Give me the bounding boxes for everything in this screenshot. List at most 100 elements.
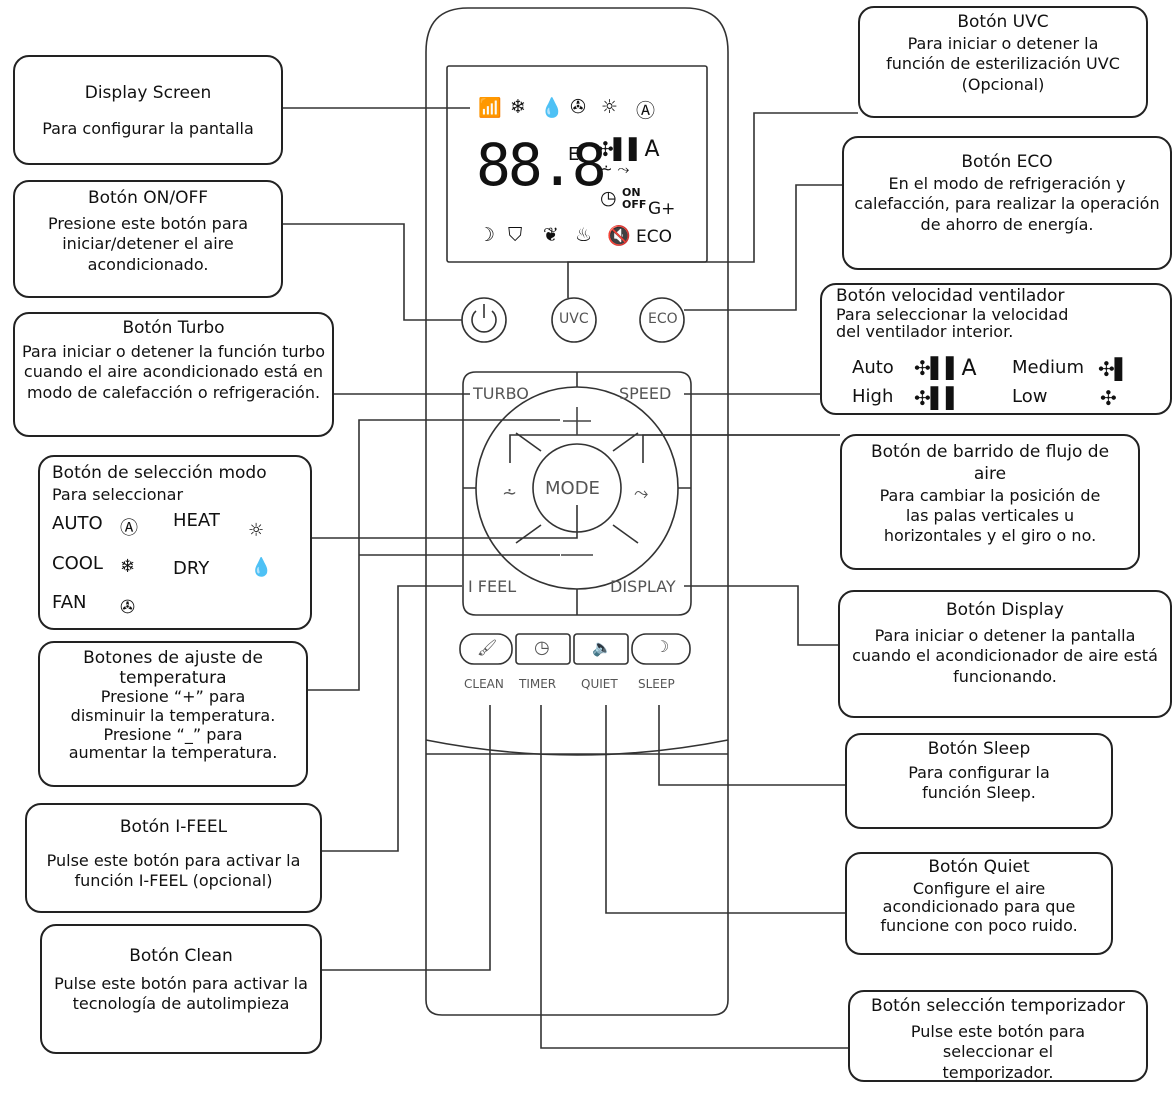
callout-timer-body: Pulse este botón para seleccionar el tem… <box>910 1021 1086 1082</box>
callout-speed: Botón velocidad ventilador Para seleccio… <box>820 283 1172 415</box>
lcd-unit: E <box>568 144 580 165</box>
callout-speed-title: Botón velocidad ventilador <box>836 286 1065 306</box>
callout-on-off: Botón ON/OFF Presione este botón para in… <box>13 180 283 298</box>
callout-sleep-body: Para configurar la función Sleep. <box>908 762 1050 803</box>
remote-bottom-curve <box>425 739 729 756</box>
mode-auto-label: AUTO <box>52 513 103 534</box>
callout-timer: Botón selección temporizador Pulse este … <box>848 990 1148 1082</box>
brush-icon[interactable]: 🖌 <box>477 638 498 657</box>
callout-quiet-body: Configure el aire acondicionado para que… <box>880 878 1078 935</box>
quiet-button-outline <box>573 633 629 665</box>
leader-quiet <box>605 705 845 914</box>
auto-icon: Ⓐ <box>636 100 656 122</box>
drop-icon: 💧 <box>540 97 564 119</box>
clock-icon[interactable]: ◷ <box>534 637 550 658</box>
leader-eco <box>684 184 842 311</box>
callout-uvc-body: Para iniciar o detener la función de est… <box>886 33 1120 94</box>
timer-label: TIMER <box>519 677 557 691</box>
callout-swing: Botón de barrido de flujo de aire Para c… <box>840 434 1140 570</box>
callout-display: Botón Display Para iniciar o detener la … <box>838 590 1172 718</box>
speed-button[interactable]: SPEED <box>619 384 672 403</box>
callout-temperature: Botones de ajuste de temperatura Presion… <box>38 641 308 787</box>
uvc-button-outline <box>551 297 597 343</box>
leader-uvc <box>567 112 858 298</box>
speed-auto-label: Auto <box>852 357 894 378</box>
swing-right-icon[interactable]: ⤳ <box>634 483 649 504</box>
speed-auto-a: A <box>961 356 977 381</box>
callout-eco-body: En el modo de refrigeración y calefacció… <box>854 173 1160 234</box>
callout-turbo-title: Botón Turbo <box>122 318 225 338</box>
speed-low-icon: ✣ <box>1100 386 1117 410</box>
quiet-label: QUIET <box>581 677 618 691</box>
lcd-swing-icon: ⩪ ⤳ <box>600 160 630 178</box>
callout-on-off-body: Presione este botón para iniciar/detener… <box>47 213 249 274</box>
sun-icon: ☼ <box>601 96 619 118</box>
mode-heat-icon: ☼ <box>248 520 265 541</box>
callout-temperature-line3: Presione “_” para <box>103 724 243 744</box>
callout-uvc-title: Botón UVC <box>957 12 1049 32</box>
callout-temperature-line1: Presione “+” para <box>100 687 246 707</box>
callout-temperature-title: Botones de ajuste de temperatura <box>83 648 263 688</box>
eco-button-outline <box>639 297 685 343</box>
mode-fan-label: FAN <box>52 592 87 613</box>
timer-button-outline <box>515 633 571 665</box>
leader-on-off <box>283 223 462 321</box>
callout-ifeel-body: Pulse este botón para activar la función… <box>46 850 301 891</box>
mute-icon: 🔇 <box>607 225 631 247</box>
mode-dry-icon: 💧 <box>250 557 273 578</box>
callout-ifeel-title: Botón I-FEEL <box>119 817 228 837</box>
callout-swing-body: Para cambiar la posición de las palas ve… <box>879 485 1101 546</box>
power-icon <box>471 310 497 333</box>
callout-timer-title: Botón selección temporizador <box>871 996 1125 1016</box>
callout-ifeel: Botón I-FEEL Pulse este botón para activ… <box>25 803 322 913</box>
callout-temperature-line4: aumentar la temperatura. <box>68 743 278 763</box>
eco-button[interactable]: ECO <box>648 311 678 327</box>
callout-clean-title: Botón Clean <box>129 946 233 966</box>
callout-display-body: Para iniciar o detener la pantalla cuand… <box>852 625 1158 686</box>
callout-swing-title: Botón de barrido de flujo de aire <box>870 442 1110 484</box>
speed-high-icon: ✣▌▌ <box>914 386 962 410</box>
wifi-icon: 📶 <box>478 97 502 119</box>
uvc-button[interactable]: UVC <box>559 311 589 327</box>
ifeel-button[interactable]: I FEEL <box>468 577 517 596</box>
leader-ifeel <box>322 585 462 852</box>
callout-quiet-title: Botón Quiet <box>928 857 1030 877</box>
leader-display <box>684 585 838 646</box>
callout-uvc: Botón UVC Para iniciar o detener la func… <box>858 6 1148 118</box>
mode-button[interactable]: MODE <box>545 478 600 499</box>
sleep-icon: ☽ <box>478 224 496 246</box>
callout-on-off-title: Botón ON/OFF <box>87 188 209 208</box>
speed-low-label: Low <box>1012 386 1048 407</box>
speaker-icon[interactable]: 🔈 <box>592 638 612 657</box>
person-icon: ⛉ <box>508 224 523 246</box>
heat-waves-icon: ♨ <box>575 224 593 246</box>
callout-temperature-line2: disminuir la temperatura. <box>70 705 276 725</box>
mode-fan-icon: ✇ <box>120 597 136 618</box>
callout-sleep: Botón Sleep Para configurar la función S… <box>845 733 1113 829</box>
sleep-button-outline <box>631 633 691 665</box>
callout-mode-title: Botón de selección modo <box>52 463 267 483</box>
callout-display-screen-body: Para configurar la pantalla <box>42 118 254 138</box>
leader-swing-right <box>642 434 840 463</box>
sleep-label: SLEEP <box>638 677 675 691</box>
turbo-button[interactable]: TURBO <box>473 384 529 403</box>
mode-cool-icon: ❄ <box>120 556 136 577</box>
lcd-digits: 88.8 <box>476 131 607 199</box>
mode-auto-icon: Ⓐ <box>120 518 138 539</box>
snowflake-icon: ❄ <box>510 96 526 118</box>
leader-timer <box>540 705 848 1049</box>
callout-quiet: Botón Quiet Configure el aire acondicion… <box>845 852 1113 955</box>
speed-medium-label: Medium <box>1012 357 1084 378</box>
lcd-timer-off: OFF <box>622 198 647 211</box>
callout-sleep-title: Botón Sleep <box>927 739 1031 759</box>
swing-left-icon[interactable]: ⩪ <box>502 483 518 504</box>
fan-icon: ✇ <box>570 96 586 118</box>
callout-display-screen-title: Display Screen <box>84 83 212 103</box>
mode-dry-label: DRY <box>173 558 210 579</box>
leader-clean <box>322 705 491 971</box>
display-button[interactable]: DISPLAY <box>610 577 676 596</box>
lcd-g-plus: G+ <box>648 199 676 219</box>
speed-auto-icon: ✣▌▌A <box>914 356 977 381</box>
moon-icon[interactable]: ☽ <box>655 637 670 656</box>
